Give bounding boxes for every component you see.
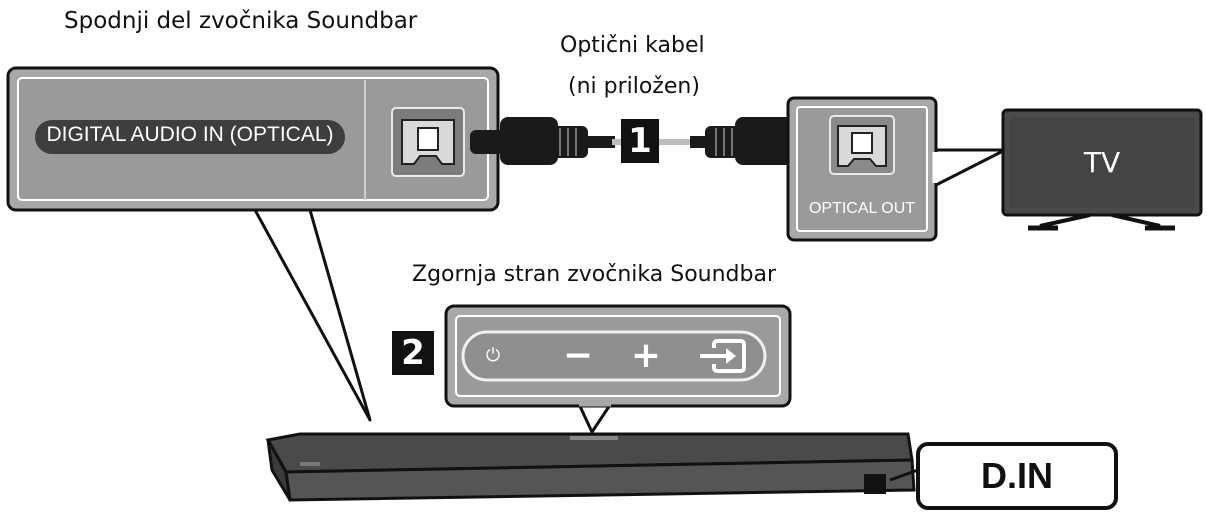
power-button: ⏻ bbox=[485, 345, 501, 366]
soundbar bbox=[265, 432, 919, 502]
step-2-box bbox=[392, 331, 434, 375]
cable-label-line1: Optični kabel bbox=[560, 33, 705, 58]
button-bar bbox=[461, 330, 767, 382]
display-callout bbox=[916, 442, 1118, 510]
step-1-number: 1 bbox=[628, 121, 652, 161]
cable-plug-left bbox=[470, 117, 615, 165]
tv-label: TV bbox=[1083, 146, 1121, 179]
display-text: D.IN bbox=[981, 455, 1053, 496]
volume-down-button: − bbox=[562, 335, 594, 376]
step-1-box bbox=[621, 119, 659, 163]
tv-icon bbox=[1001, 108, 1203, 231]
optical-out-label: OPTICAL OUT bbox=[808, 200, 916, 217]
digital-in-label: DIGITAL AUDIO IN (OPTICAL) bbox=[46, 123, 334, 146]
top-side-label: Zgornja stran zvočnika Soundbar bbox=[412, 262, 777, 287]
volume-up-button: + bbox=[630, 335, 662, 376]
digital-in-label-pill bbox=[35, 120, 345, 154]
bottom-side-label: Spodnji del zvočnika Soundbar bbox=[64, 8, 418, 34]
cable-label-line2: (ni priložen) bbox=[568, 74, 700, 99]
step-2-number: 2 bbox=[401, 333, 425, 373]
bottom-callout-wedge bbox=[253, 208, 372, 422]
source-icon bbox=[700, 339, 746, 373]
